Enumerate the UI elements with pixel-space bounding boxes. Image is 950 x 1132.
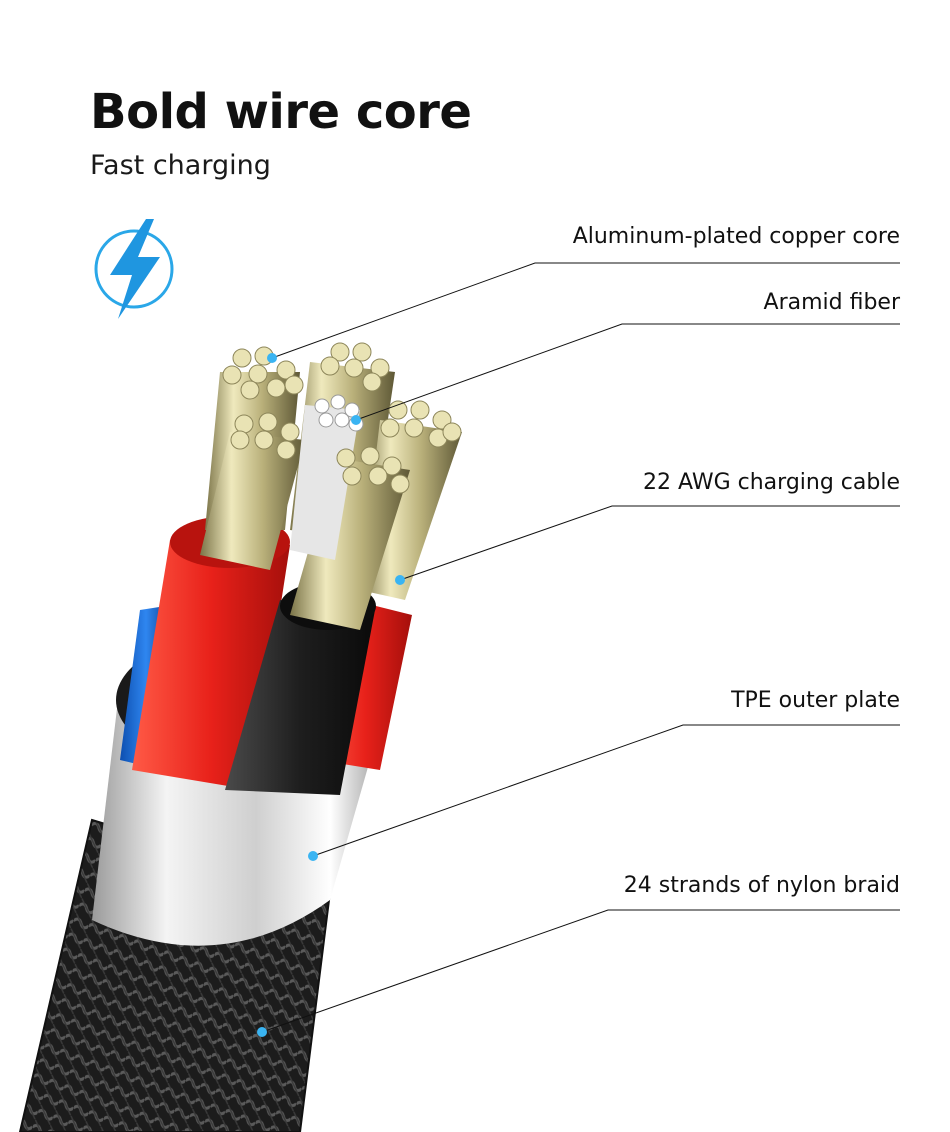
leader-dots — [257, 353, 405, 1037]
page-title: Bold wire core — [90, 84, 472, 140]
callout-charging-cable: 22 AWG charging cable — [643, 470, 900, 495]
callout-tpe-outer-plate: TPE outer plate — [731, 688, 900, 713]
callout-copper-core: Aluminum-plated copper core — [572, 224, 900, 249]
callout-nylon-braid: 24 strands of nylon braid — [623, 873, 900, 898]
lightning-bolt-icon — [94, 219, 174, 319]
callout-aramid-fiber: Aramid fiber — [763, 290, 900, 315]
leader-lines — [261, 262, 900, 1033]
page-subtitle: Fast charging — [90, 150, 271, 181]
